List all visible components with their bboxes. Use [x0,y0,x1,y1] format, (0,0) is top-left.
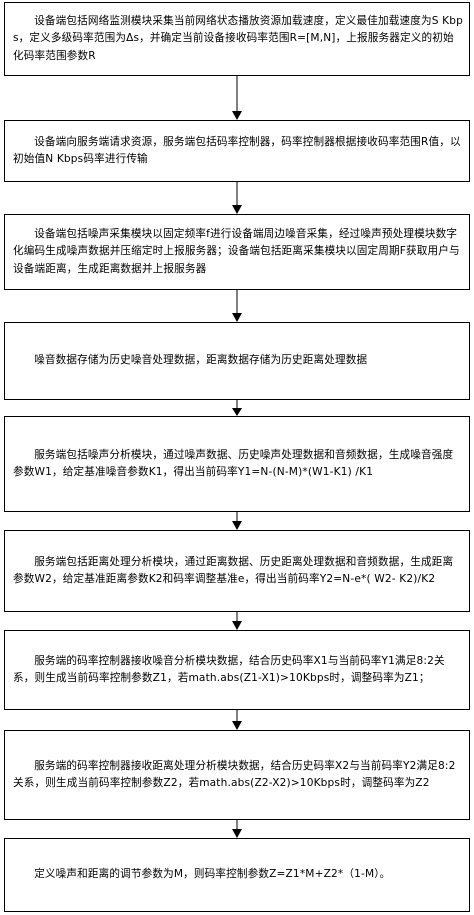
step-box-6: 服务端包括距离处理分析模块，通过距离数据、历史距离处理数据和音频数据，生成距离参… [4,530,470,612]
arrow-4-5 [232,400,242,416]
arrow-6-7 [232,612,242,630]
step-text-5: 服务端包括噪声分析模块，通过噪声数据、历史噪声处理数据和音频数据，生成噪音强度参… [13,448,454,479]
step-box-9: 定义噪声和距离的调节参数为M，则码率控制参数Z=Z1*M+Z2*（1-M）。 [4,838,470,912]
arrow-5-6 [232,512,242,530]
step-text-7: 服务端的码率控制器接收噪音分析模块数据，结合历史码率X1与当前码率Y1满足8:2… [13,654,445,685]
step-box-2: 设备端向服务端请求资源，服务端包括码率控制器，码率控制器根据接收码率范围R值，以… [4,120,470,182]
step-text-3: 设备端包括噪声采集模块以固定频率f进行设备端周边噪音采集，经过噪声预处理模块数字… [13,227,460,275]
step-text-4: 噪音数据存储为历史噪音处理数据，距离数据存储为历史距离处理数据 [34,354,368,367]
step-box-8: 服务端的码率控制器接收距离处理分析模块数据，结合历史码率X2与当前码率Y2满足8… [4,730,470,820]
step-box-7: 服务端的码率控制器接收噪音分析模块数据，结合历史码率X1与当前码率Y1满足8:2… [4,630,470,710]
step-text-8: 服务端的码率控制器接收距离处理分析模块数据，结合历史码率X2与当前码率Y2满足8… [13,759,456,790]
step-text-2: 设备端向服务端请求资源，服务端包括码率控制器，码率控制器根据接收码率范围R值，以… [13,135,461,166]
step-text-6: 服务端包括距离处理分析模块，通过距离数据、历史距离处理数据和音频数据，生成距离参… [13,555,454,586]
step-text-1: 设备端包括网络监测模块采集当前网络状态播放资源加载速度，定义最佳加载速度为S K… [13,14,463,62]
step-box-5: 服务端包括噪声分析模块，通过噪声数据、历史噪声处理数据和音频数据，生成噪音强度参… [4,416,470,512]
step-box-3: 设备端包括噪声采集模块以固定频率f进行设备端周边噪音采集，经过噪声预处理模块数字… [4,214,470,290]
step-text-9: 定义噪声和距离的调节参数为M，则码率控制参数Z=Z1*M+Z2*（1-M）。 [34,868,391,881]
step-box-1: 设备端包括网络监测模块采集当前网络状态播放资源加载速度，定义最佳加载速度为S K… [4,2,470,76]
arrow-7-8 [232,710,242,730]
arrow-3-4 [232,290,242,322]
arrow-2-3 [232,182,242,214]
step-box-4: 噪音数据存储为历史噪音处理数据，距离数据存储为历史距离处理数据 [4,322,470,400]
arrow-8-9 [232,820,242,838]
arrow-1-2 [232,76,242,120]
